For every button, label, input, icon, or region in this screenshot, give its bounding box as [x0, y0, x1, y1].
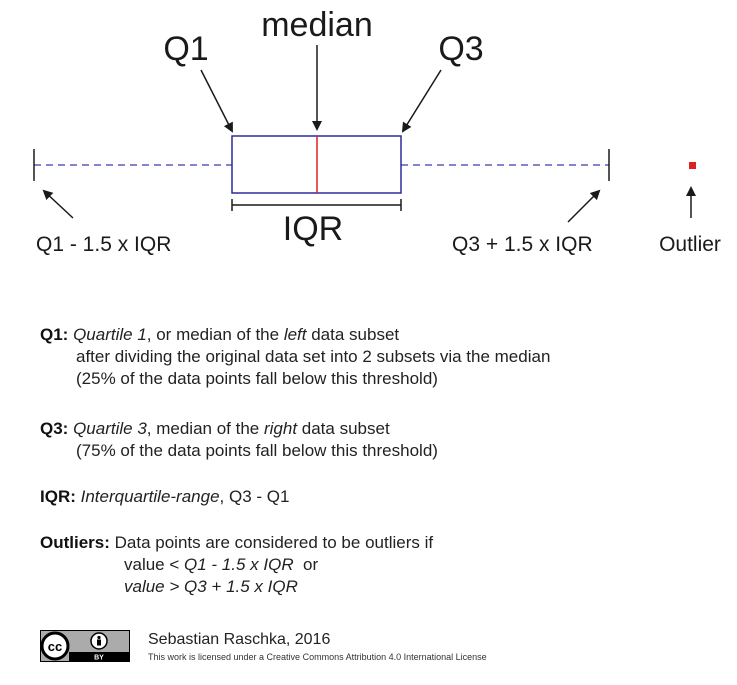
definition-q1: Q1: Quartile 1, or median of the left da…	[40, 324, 550, 390]
def-iqr-text1: , Q3 - Q1	[219, 487, 290, 506]
def-q3-em1: Quartile 3	[73, 419, 147, 438]
q1-label: Q1	[163, 30, 208, 68]
iqr-label: IQR	[283, 210, 343, 248]
upper-fence-arrow	[567, 189, 601, 223]
cc-icon	[40, 631, 70, 661]
footer-license[interactable]: This work is licensed under a Creative C…	[148, 652, 487, 662]
def-outliers-line2-post: or	[293, 555, 319, 574]
def-outliers-line3-em: value > Q3 + 1.5 x IQR	[124, 577, 298, 596]
def-outliers-line2-pre: value <	[124, 555, 185, 574]
q3-label: Q3	[438, 30, 483, 68]
q1-arrow	[200, 69, 233, 133]
def-q1-term: Q1:	[40, 325, 69, 344]
def-outliers-term: Outliers:	[40, 533, 110, 552]
def-outliers-text1: Data points are considered to be outlier…	[109, 533, 434, 552]
outlier-point	[689, 162, 696, 169]
lower-fence-label: Q1 - 1.5 x IQR	[36, 233, 171, 256]
def-iqr-term: IQR:	[40, 487, 76, 506]
def-q3-text1: , median of the	[146, 419, 264, 438]
cc-icon-text: cc	[48, 639, 62, 654]
outlier-label: Outlier	[659, 233, 721, 256]
footer: cc BY Sebastian Raschka, 2016 This work …	[40, 630, 487, 664]
def-q1-em1: Quartile 1	[73, 325, 147, 344]
lower-fence-arrow	[42, 189, 74, 219]
q3-arrow	[401, 69, 442, 133]
def-iqr-em1: Interquartile-range	[80, 487, 220, 506]
def-q1-line2: after dividing the original data set int…	[76, 347, 551, 366]
def-q3-text2: data subset	[297, 419, 390, 438]
def-q1-em2: left	[283, 325, 307, 344]
def-q3-term: Q3:	[40, 419, 69, 438]
footer-author: Sebastian Raschka, 2016	[148, 631, 331, 648]
cc-by-license-badge[interactable]: cc BY	[40, 630, 130, 662]
def-q3-line2: (75% of the data points fall below this …	[76, 441, 438, 460]
def-outliers-line2-em: Q1 - 1.5 x IQR	[184, 555, 294, 574]
def-q1-text2: data subset	[306, 325, 400, 344]
def-q3-em2: right	[263, 419, 298, 438]
boxplot-diagram: Q1 median Q3 IQR Q1 - 1.5 x IQR Q3 + 1.5…	[33, 6, 721, 256]
median-label: median	[261, 6, 373, 44]
def-q1-line3: (25% of the data points fall below this …	[76, 369, 438, 388]
by-label: BY	[94, 655, 104, 662]
definition-q3: Q3: Quartile 3, median of the right data…	[40, 418, 438, 462]
definition-outliers: Outliers: Data points are considered to …	[40, 532, 433, 598]
upper-fence-label: Q3 + 1.5 x IQR	[452, 233, 593, 256]
def-q1-text1: , or median of the	[146, 325, 284, 344]
definition-iqr: IQR: Interquartile-range, Q3 - Q1	[40, 486, 289, 508]
